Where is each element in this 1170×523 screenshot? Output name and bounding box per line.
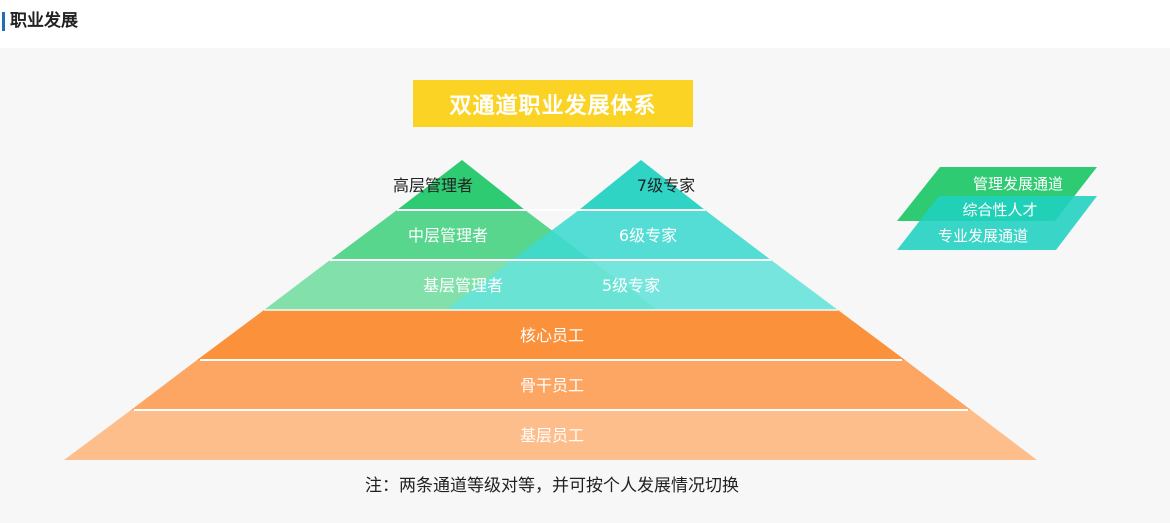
legend-management-label: 管理发展通道 [973,175,1063,193]
diagram-title-banner: 双通道职业发展体系 [413,80,693,127]
legend-combined-label: 综合性人才 [962,201,1037,219]
tier-base-staff [64,410,1037,460]
section-title: 职业发展 [10,11,78,31]
section-header: 职业发展 [0,0,1170,48]
legend: 管理发展通道 综合性人才 专业发展通道 [897,167,1097,250]
header-accent-bar [2,12,5,31]
tier-core-staff [197,310,905,360]
label-junior-manager: 基层管理者 [423,276,503,295]
label-expert-6: 6级专家 [619,226,677,245]
legend-expert-swatch [897,196,1097,250]
label-expert-5: 5级专家 [602,276,660,295]
label-middle-manager: 中层管理者 [408,226,488,245]
tier-separators [134,209,968,411]
footnote: 注：两条通道等级对等，并可按个人发展情况切换 [365,476,739,496]
label-senior-manager: 高层管理者 [393,176,473,195]
tier-senior-manager [397,160,525,210]
tier-expert-7 [579,160,705,210]
tier-expert-5 [446,260,838,310]
label-backbone-staff: 骨干员工 [520,376,584,395]
tier-backbone-staff [131,360,971,410]
tier-middle-manager [330,210,591,260]
label-core-staff: 核心员工 [520,326,584,345]
label-expert-7: 7级专家 [637,176,695,195]
label-base-staff: 基层员工 [520,426,584,445]
legend-expert-label: 专业发展通道 [938,227,1028,245]
tier-expert-6 [512,210,771,260]
